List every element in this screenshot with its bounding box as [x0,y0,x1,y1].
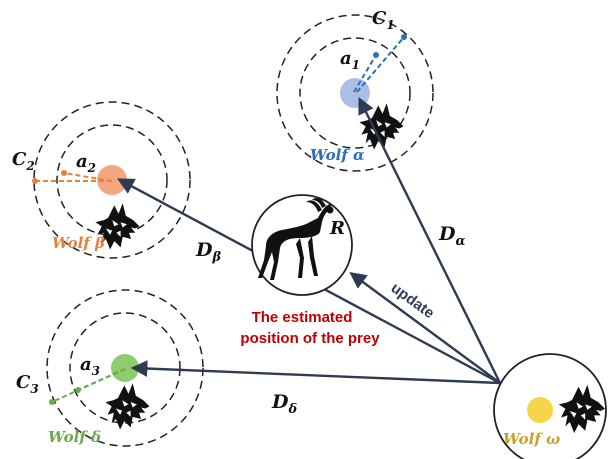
beta-inner-circle [56,124,168,236]
d-alpha-arrow [358,96,502,384]
update-label: update [388,279,438,322]
beta-a-label: a2 [76,151,96,175]
delta-c-label: C3 [16,372,39,396]
alpha-c-point [401,34,407,40]
wolf-omega-group: Wolf ω [493,353,607,459]
prey-r-label: R [329,218,345,239]
alpha-a-label: a1 [340,48,360,72]
d-delta-label: Dδ [271,391,297,417]
alpha-a-point [373,52,379,58]
beta-c-point [32,178,38,184]
delta-outer-circle [46,289,204,447]
beta-a-point [61,170,67,176]
delta-name-label: Wolf δ [48,428,101,446]
prey-group: R [251,194,353,296]
wolf-head-icon [105,383,150,430]
wolf-alpha-group: C1 a1 Wolf α [276,8,434,172]
omega-position-dot [527,397,553,423]
wolf-beta-group: C2 a2 Wolf β [12,101,191,259]
gazelle-icon [258,198,332,280]
d-beta-label: Dβ [195,239,221,265]
delta-inner-circle [69,312,181,424]
alpha-inner-circle [299,37,411,149]
prey-position-point [326,206,334,214]
prey-caption-line1: The estimated [252,309,353,326]
d-delta-arrow [130,360,501,385]
alpha-outer-circle [276,14,434,172]
alpha-name-label: Wolf α [310,146,365,164]
alpha-a-vector [353,54,377,93]
prey-circle [251,194,353,296]
wolf-delta-group: C3 a3 Wolf δ [16,289,204,447]
beta-a-vector [63,172,113,182]
alpha-c-label: C1 [372,8,395,32]
beta-outer-circle [33,101,191,259]
update-arrow [349,272,501,384]
omega-name-label: Wolf ω [503,430,560,448]
delta-c-point [49,399,55,405]
beta-c-label: C2 [12,149,35,173]
delta-a-point [75,387,81,393]
beta-name-label: Wolf β [52,234,105,252]
alpha-c-vector [356,36,405,93]
d-alpha-label: Dα [438,223,466,249]
delta-a-vector [77,368,126,391]
delta-a-label: a3 [80,354,100,378]
prey-caption-line2: position of the prey [240,330,380,347]
